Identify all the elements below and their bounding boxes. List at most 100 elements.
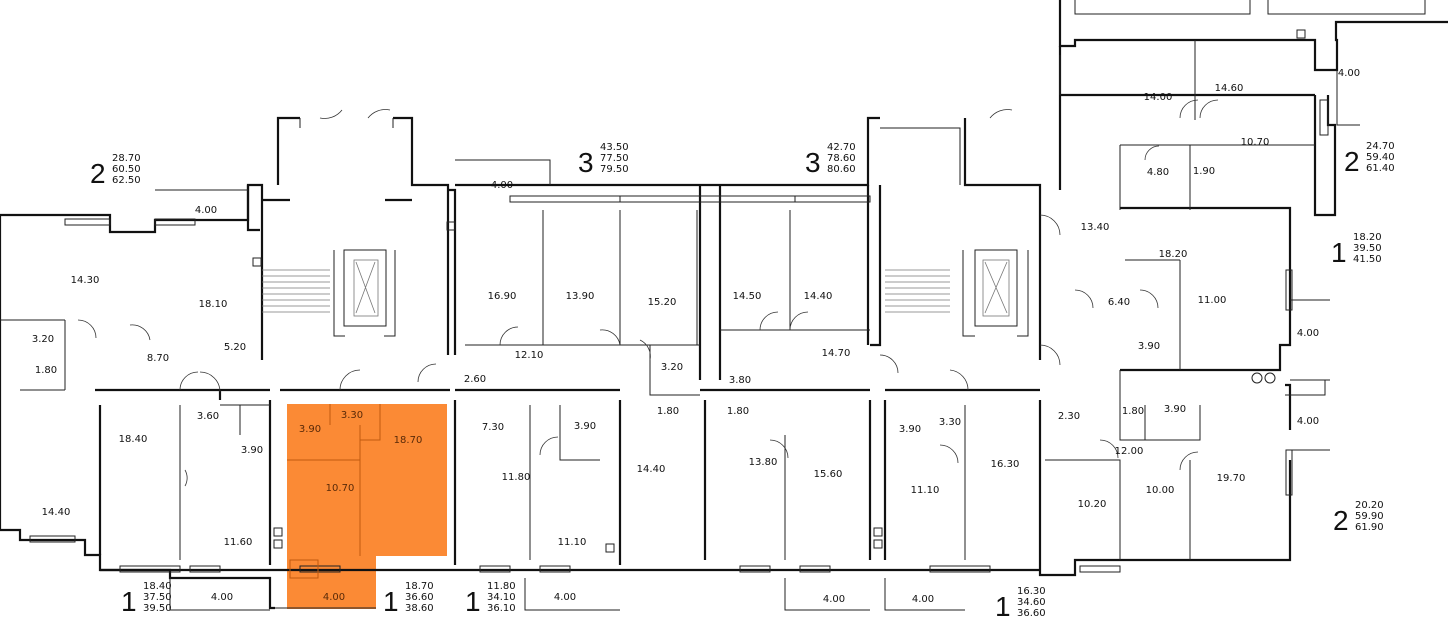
apartment-area: 41.50: [1353, 254, 1382, 265]
room-area-label: 14.40: [637, 464, 666, 475]
room-area-label: 3.90: [241, 445, 263, 456]
room-area-label: 13.80: [749, 457, 778, 468]
room-area-label: 3.20: [32, 334, 54, 345]
apartment-area: 39.50: [1353, 243, 1382, 254]
room-area-label: 18.40: [119, 434, 148, 445]
room-area-label: 14.40: [804, 291, 833, 302]
highlighted-inner-walls: [287, 404, 381, 579]
room-area-label: 4.00: [323, 592, 345, 603]
room-area-label: 3.30: [341, 410, 363, 421]
highlighted-apartment[interactable]: [287, 404, 447, 609]
room-area-label: 3.90: [899, 424, 921, 435]
room-area-label: 10.00: [1146, 485, 1175, 496]
room-area-label: 10.20: [1078, 499, 1107, 510]
highlighted-apartment-fill: [287, 404, 447, 609]
room-area-label: 15.20: [648, 297, 677, 308]
room-area-label: 10.70: [326, 483, 355, 494]
apartment-area: 18.70: [405, 581, 434, 592]
room-area-label: 4.00: [491, 180, 513, 191]
room-area-label: 3.90: [1138, 341, 1160, 352]
apartment-area: 59.40: [1366, 152, 1395, 163]
apartment-area: 18.20: [1353, 232, 1382, 243]
apartment-area: 61.40: [1366, 163, 1395, 174]
apartment-area: 18.40: [143, 581, 172, 592]
room-area-label: 10.70: [1241, 137, 1270, 148]
room-count: 1: [1331, 237, 1347, 268]
room-area-label: 14.40: [42, 507, 71, 518]
apartment-area: 42.70: [827, 142, 856, 153]
apartment-area: 61.90: [1355, 522, 1384, 533]
room-area-label: 4.00: [1297, 416, 1319, 427]
apartment-area: 34.10: [487, 592, 516, 603]
apartment-area: 78.60: [827, 153, 856, 164]
apartment-area: 79.50: [600, 164, 629, 175]
room-area-label: 4.00: [823, 594, 845, 605]
apartment-area: 59.90: [1355, 511, 1384, 522]
room-area-label: 1.90: [1193, 166, 1215, 177]
room-area-label: 14.00: [1144, 92, 1173, 103]
room-area-label: 4.80: [1147, 167, 1169, 178]
room-area-label: 3.80: [729, 375, 751, 386]
apartment-area: 39.50: [143, 603, 172, 614]
room-area-label: 4.00: [912, 594, 934, 605]
room-area-label: 4.00: [554, 592, 576, 603]
room-area-label: 14.30: [71, 275, 100, 286]
apartment-area: 36.10: [487, 603, 516, 614]
room-area-label: 3.60: [197, 411, 219, 422]
room-count: 2: [90, 158, 106, 189]
vent-markers: [252, 29, 1306, 553]
room-area-label: 14.50: [733, 291, 762, 302]
room-area-label: 11.10: [911, 485, 940, 496]
apartment-area: 60.50: [112, 164, 141, 175]
building-walls: [0, 0, 1448, 611]
room-area-label: 1.80: [727, 406, 749, 417]
room-count: 1: [995, 591, 1011, 622]
room-count: 3: [805, 147, 821, 178]
room-area-label: 11.60: [224, 537, 253, 548]
room-area-label: 4.00: [1338, 68, 1360, 79]
apartment-area: 80.60: [827, 164, 856, 175]
room-area-label: 3.90: [1164, 404, 1186, 415]
room-area-label: 3.30: [939, 417, 961, 428]
room-area-label: 13.40: [1081, 222, 1110, 233]
windows: [29, 99, 1329, 573]
apartment-area: 16.30: [1017, 586, 1046, 597]
room-area-label: 16.90: [488, 291, 517, 302]
room-area-label: 18.20: [1159, 249, 1188, 260]
room-area-label: 7.30: [482, 422, 504, 433]
apartment-area: 37.50: [143, 592, 172, 603]
room-count: 1: [121, 586, 137, 617]
room-area-label: 1.80: [35, 365, 57, 376]
room-area-label: 3.20: [661, 362, 683, 373]
apartment-area: 62.50: [112, 175, 141, 186]
room-area-label: 19.70: [1217, 473, 1246, 484]
room-area-label: 11.10: [558, 537, 587, 548]
apartment-area: 38.60: [405, 603, 434, 614]
room-area-label: 1.80: [657, 406, 679, 417]
room-area-label: 6.40: [1108, 297, 1130, 308]
room-count: 3: [578, 147, 594, 178]
room-area-label: 18.70: [394, 435, 423, 446]
room-area-labels: 14.304.0018.103.201.808.705.2018.403.603…: [32, 68, 1360, 605]
room-area-label: 16.30: [991, 459, 1020, 470]
apartment-area: 36.60: [1017, 608, 1046, 619]
room-area-label: 12.10: [515, 350, 544, 361]
room-count: 1: [383, 586, 399, 617]
room-area-label: 14.60: [1215, 83, 1244, 94]
room-area-label: 3.90: [574, 421, 596, 432]
room-count: 2: [1333, 505, 1349, 536]
room-area-label: 8.70: [147, 353, 169, 364]
apartment-area: 11.80: [487, 581, 516, 592]
apartment-area: 20.20: [1355, 500, 1384, 511]
